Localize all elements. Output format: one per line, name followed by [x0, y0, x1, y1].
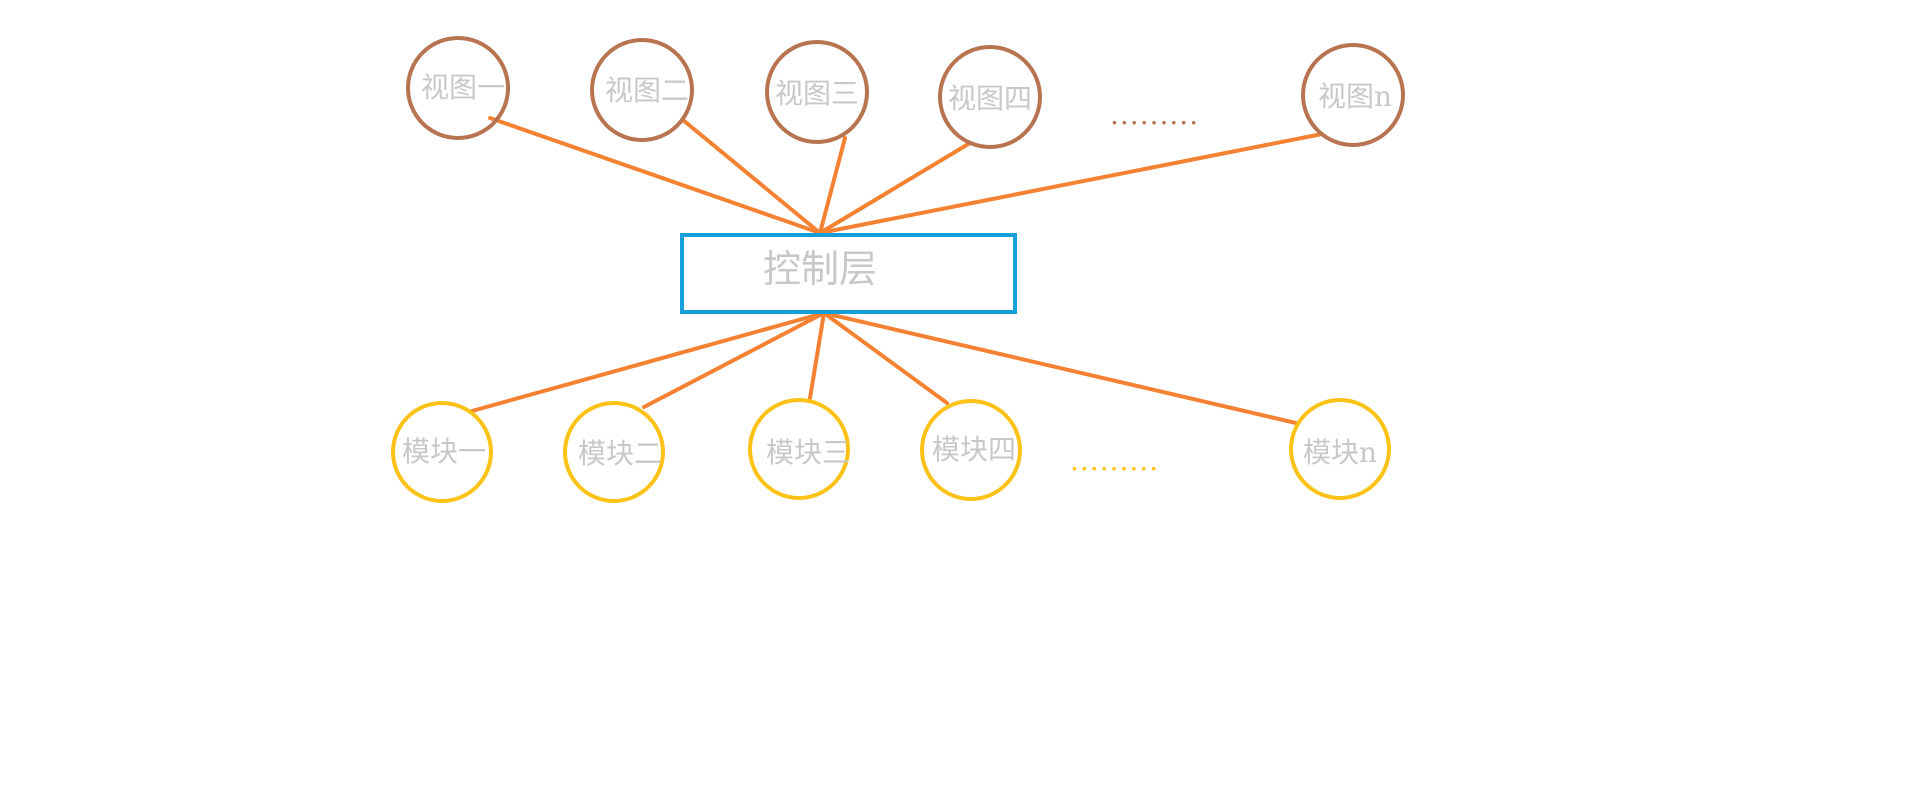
module-label: 模块一 [402, 435, 486, 468]
view-label: 视图n [1318, 80, 1392, 113]
connector-module-1 [470, 311, 826, 413]
module-circle [748, 398, 850, 500]
module-node: 模块一 [391, 401, 493, 503]
control-label: 控制层 [763, 247, 877, 291]
view-circle [938, 45, 1042, 149]
connector-view-4 [818, 141, 972, 235]
module-circle [920, 399, 1022, 501]
module-node: 模块四 [920, 399, 1022, 501]
module-circle [391, 401, 493, 503]
module-circle [1289, 398, 1391, 500]
view-label: 视图一 [421, 71, 505, 104]
module-node: 模块二 [563, 401, 665, 503]
connector-module-n [822, 311, 1298, 425]
module-circle [563, 401, 665, 503]
connector-view-3 [818, 136, 847, 235]
view-label: 视图三 [775, 77, 859, 110]
module-nodes: 模块一 模块二 模块三 模块四 模块n ......... [391, 398, 1391, 503]
modules-ellipsis: ......... [1070, 444, 1159, 477]
connector-module-2 [642, 311, 826, 409]
module-label: 模块三 [766, 436, 850, 469]
module-node: 模块三 [748, 398, 850, 500]
module-label: 模块四 [932, 433, 1016, 466]
module-node: 模块n [1289, 398, 1391, 500]
view-node: 视图四 [938, 45, 1042, 149]
connector-module-3 [808, 311, 826, 400]
view-node: 视图一 [406, 36, 510, 140]
view-label: 视图二 [605, 74, 689, 107]
control-layer: 控制层 [680, 233, 1017, 314]
view-node: 视图二 [590, 38, 694, 142]
view-circle [406, 36, 510, 140]
module-label: 模块n [1303, 436, 1377, 469]
view-circle [590, 38, 694, 142]
view-circle [1301, 43, 1405, 147]
view-connectors [488, 116, 1324, 235]
connector-view-n [818, 132, 1324, 235]
view-label: 视图四 [948, 82, 1032, 115]
connector-module-4 [822, 311, 949, 405]
views-ellipsis: ......... [1110, 98, 1199, 131]
view-node: 视图n [1301, 43, 1405, 147]
control-box [680, 233, 1017, 314]
module-label: 模块二 [578, 437, 662, 470]
connector-view-2 [681, 118, 822, 235]
view-circle [765, 40, 869, 144]
view-nodes: 视图一 视图二 视图三 视图四 视图n ......... [406, 36, 1405, 149]
view-node: 视图三 [765, 40, 869, 144]
connector-view-1 [488, 116, 822, 235]
module-connectors [470, 311, 1298, 425]
